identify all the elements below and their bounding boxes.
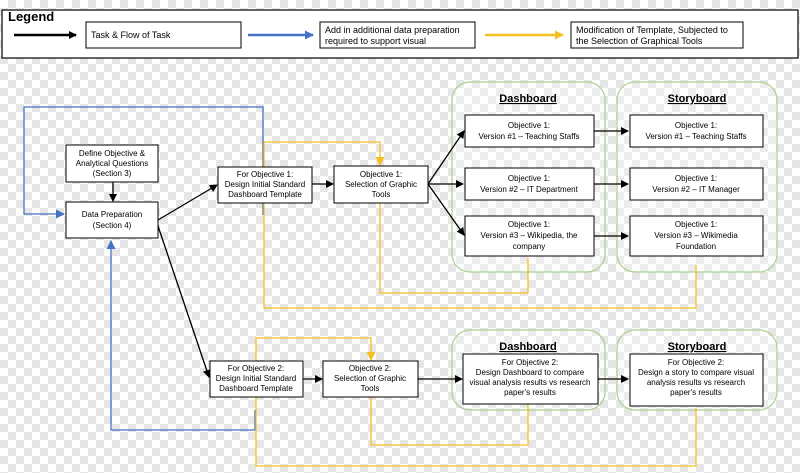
yellow-loop-dashboard-obj2: [370, 397, 529, 446]
arrow-dataprep-to-template2: [157, 225, 211, 378]
storyboard-obj1-version1-line1: Objective 1:: [675, 121, 717, 130]
yellow-loop-tools-obj2: [255, 337, 376, 361]
storyboard-obj1-version2-line1: Objective 1:: [675, 174, 717, 183]
arrow-tools1-to-dash-v1: [427, 130, 465, 185]
storyboard-obj1-version3-line1: Objective 1:: [675, 220, 717, 229]
dashboard-obj2-line1: For Objective 2:: [502, 358, 558, 367]
step-tools-obj1-line2: Selection of Graphic: [345, 180, 417, 189]
step-tools-obj2-line3: Tools: [361, 384, 380, 393]
step-tools-obj2: Objective 2: Selection of Graphic Tools: [322, 360, 419, 398]
storyboard-obj1-version3-line2: Version #3 – Wikimedia: [654, 231, 738, 240]
dashboard-obj1-version2-line1: Objective 1:: [508, 174, 550, 183]
storyboard-obj2-line4: paper's results: [670, 388, 722, 397]
step-template-obj2-line1: For Objective 2:: [228, 364, 284, 373]
step-template-obj2-line2: Design Initial Standard: [216, 374, 297, 383]
storyboard-obj1-version1: Objective 1: Version #1 – Teaching Staff…: [629, 114, 764, 148]
step-define-objective-line2: Analytical Questions: [76, 159, 148, 168]
dashboard-obj1-version2: Objective 1: Version #2 – IT Department: [464, 167, 595, 201]
dashboard-obj1-title: Dashboard: [499, 93, 556, 105]
legend-blue-label-line1: Add in additional data preparation: [325, 25, 460, 35]
step-tools-obj2-line1: Objective 2:: [349, 364, 391, 373]
storyboard-obj2-item: For Objective 2: Design a story to compa…: [629, 353, 764, 407]
storyboard-obj1-version1-line2: Version #1 – Teaching Staffs: [645, 132, 746, 141]
step-data-preparation-line1: Data Preparation: [82, 210, 142, 219]
yellow-loop-storyboard-obj1: [263, 203, 697, 309]
yellow-loop-dashboard-obj1: [379, 203, 529, 294]
step-data-preparation: Data Preparation (Section 4): [65, 201, 159, 239]
step-define-objective-line1: Define Objective &: [79, 149, 146, 158]
step-define-objective-line3: (Section 3): [93, 169, 132, 178]
storyboard-obj2-line3: analysis results vs research: [647, 378, 745, 387]
legend-title: Legend: [8, 9, 54, 24]
dashboard-obj1-version1-line1: Objective 1:: [508, 121, 550, 130]
step-tools-obj1: Objective 1: Selection of Graphic Tools: [333, 165, 429, 204]
legend-blue-box: [319, 21, 476, 49]
step-tools-obj1-line3: Tools: [372, 190, 391, 199]
legend: Legend Task & Flow of Task Add in additi…: [1, 9, 799, 59]
step-data-preparation-line2: (Section 4): [93, 221, 132, 230]
step-template-obj2: For Objective 2: Design Initial Standard…: [209, 360, 304, 398]
dashboard-obj2-line3: visual analysis results vs research: [470, 378, 591, 387]
legend-black-label: Task & Flow of Task: [91, 30, 171, 40]
dashboard-obj2-line2: Design Dashboard to compare: [476, 368, 585, 377]
dashboard-obj1-version3-line3: company: [513, 242, 545, 251]
legend-yellow-label-line1: Modification of Template, Subjected to: [576, 25, 728, 35]
arrow-tools1-to-dash-v3: [427, 183, 465, 236]
legend-yellow-label-line2: the Selection of Graphical Tools: [576, 36, 703, 46]
storyboard-obj1-version2-line2: Version #2 – IT Manager: [652, 185, 740, 194]
step-template-obj1-line2: Design Initial Standard: [225, 180, 306, 189]
dashboard-obj1-version3: Objective 1: Version #3 – Wikipedia, the…: [464, 215, 595, 257]
dashboard-obj2-item: For Objective 2: Design Dashboard to com…: [462, 353, 599, 405]
dashboard-obj2-line4: paper's results: [504, 388, 556, 397]
step-template-obj2-line3: Dashboard Template: [219, 384, 293, 393]
storyboard-obj2-line1: For Objective 2:: [668, 358, 724, 367]
step-define-objective: Define Objective & Analytical Questions …: [65, 144, 159, 183]
legend-blue-label-line2: required to support visual: [325, 36, 426, 46]
dashboard-obj2-title: Dashboard: [499, 341, 556, 353]
storyboard-obj1-version3-line3: Foundation: [676, 242, 716, 251]
dashboard-obj1-version1: Objective 1: Version #1 – Teaching Staff…: [464, 114, 595, 148]
step-template-obj1: For Objective 1: Design Initial Standard…: [217, 166, 313, 204]
storyboard-obj2-title: Storyboard: [668, 341, 727, 353]
dashboard-obj1-version2-line2: Version #2 – IT Department: [480, 185, 578, 194]
legend-black-box: [85, 21, 242, 49]
step-tools-obj1-line1: Objective 1:: [360, 170, 402, 179]
arrow-dataprep-to-template1: [157, 184, 218, 221]
step-template-obj1-line3: Dashboard Template: [228, 190, 302, 199]
storyboard-obj1-version2: Objective 1: Version #2 – IT Manager: [629, 167, 764, 201]
legend-yellow-box: [570, 21, 744, 49]
blue-loop-obj2: [106, 240, 256, 431]
dashboard-obj1-version1-line2: Version #1 – Teaching Staffs: [478, 132, 579, 141]
dashboard-obj1-version3-line1: Objective 1:: [508, 220, 550, 229]
blue-loop-obj1: [23, 106, 264, 219]
storyboard-obj1-title: Storyboard: [668, 93, 727, 105]
step-tools-obj2-line2: Selection of Graphic: [334, 374, 406, 383]
yellow-loop-storyboard-obj2: [255, 397, 697, 467]
storyboard-obj1-version3: Objective 1: Version #3 – Wikimedia Foun…: [629, 215, 764, 257]
yellow-loop-tools-obj1: [263, 141, 385, 167]
dashboard-obj1-version3-line2: Version #3 – Wikipedia, the: [481, 231, 578, 240]
step-template-obj1-line1: For Objective 1:: [237, 170, 293, 179]
storyboard-obj2-line2: Design a story to compare visual: [638, 368, 754, 377]
